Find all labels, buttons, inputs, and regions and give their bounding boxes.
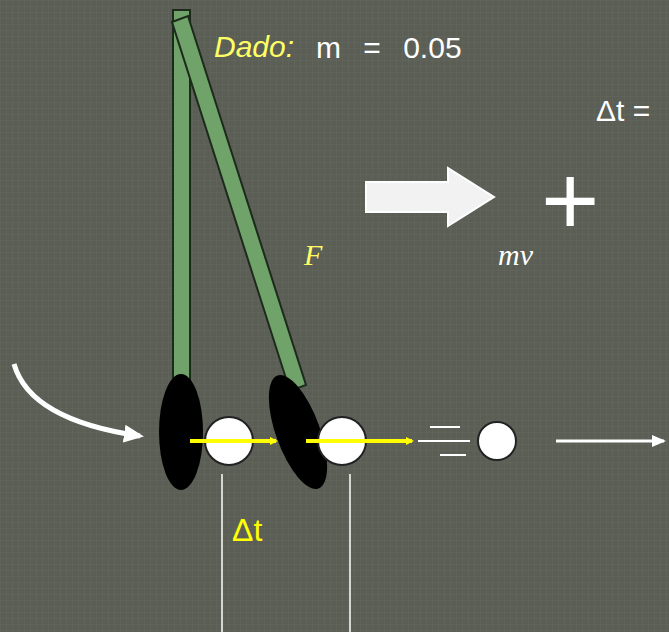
time-interval-label: Δt	[232, 514, 262, 546]
positive-sign: +	[541, 150, 599, 250]
time-value: Δt =	[596, 96, 650, 126]
motion-line	[440, 454, 466, 456]
given-heading: Dado:	[214, 32, 294, 62]
momentum-label: mv	[498, 240, 533, 270]
motion-line	[418, 440, 470, 442]
swing-arrow	[14, 364, 140, 436]
club-shaft	[172, 16, 306, 391]
force-label: F	[304, 240, 322, 270]
direction-block-arrow	[366, 168, 494, 226]
golf-ball	[478, 422, 516, 460]
velocity-arrow	[556, 440, 664, 443]
force-arrow	[190, 439, 276, 443]
interval-line	[221, 474, 223, 632]
interval-line	[349, 474, 351, 632]
club-head	[159, 374, 203, 490]
mass-value: m = 0.05	[316, 33, 462, 63]
force-arrow	[306, 439, 412, 443]
motion-line	[430, 426, 460, 428]
